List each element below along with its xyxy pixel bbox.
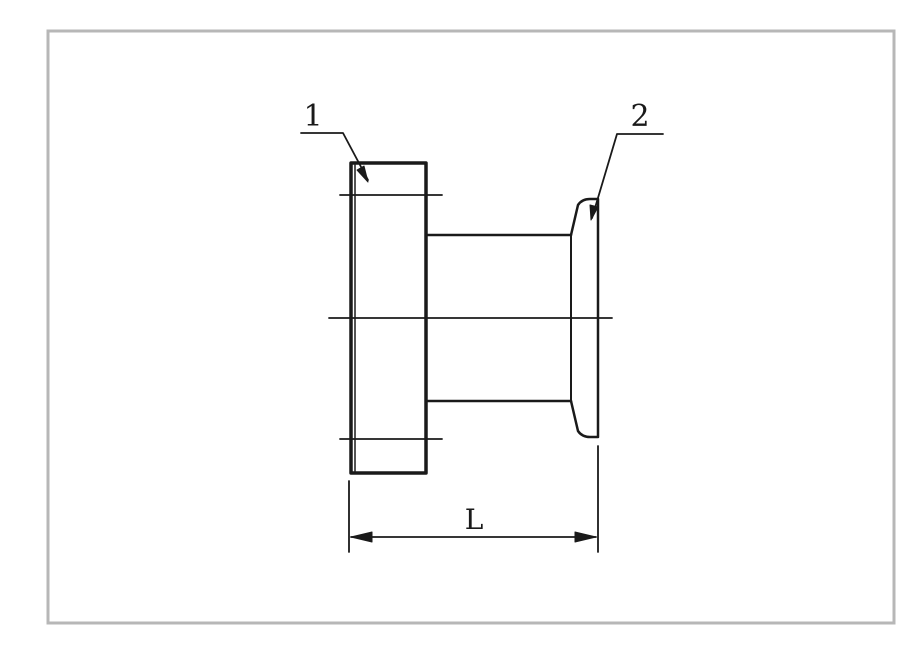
dimension-arrow-right xyxy=(574,531,597,543)
dimension-label: L xyxy=(465,503,484,536)
leader-line-part-2 xyxy=(591,133,664,219)
part-number-2: 2 xyxy=(630,99,649,134)
leader-arrow-part-1 xyxy=(356,165,369,183)
leader-arrow-part-2 xyxy=(589,204,599,221)
drawing-frame xyxy=(46,29,896,625)
ferrule-end xyxy=(569,197,600,439)
flange-body xyxy=(349,161,428,475)
leader-line-part-1 xyxy=(300,132,369,181)
flange-adapter-drawing xyxy=(300,132,664,553)
part-number-1: 1 xyxy=(303,99,322,134)
dimension-arrow-left xyxy=(350,531,373,543)
